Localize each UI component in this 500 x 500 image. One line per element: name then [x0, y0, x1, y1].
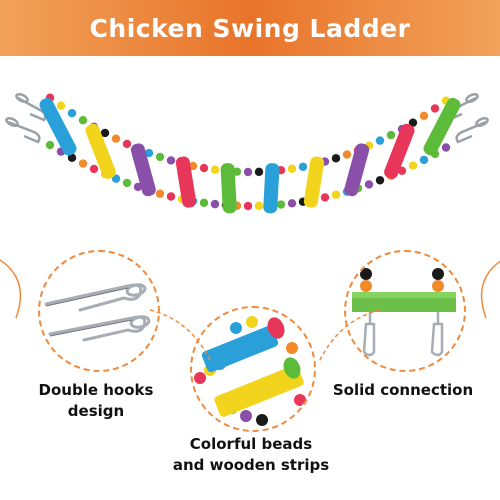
bead [331, 154, 341, 163]
bead [78, 116, 88, 125]
title-banner: Chicken Swing Ladder [0, 0, 500, 56]
beads-strips-icon [194, 316, 306, 426]
bead [210, 199, 220, 209]
bead [166, 192, 176, 201]
bead [419, 111, 429, 121]
bead [243, 167, 253, 177]
ladder-image [5, 93, 489, 214]
bead [287, 199, 297, 208]
bead [188, 161, 198, 171]
closeup-bead [230, 322, 242, 334]
wooden-rung [423, 97, 461, 156]
wooden-rung [384, 123, 415, 179]
bead [419, 155, 429, 165]
caption-double-hooks: Double hooks design [38, 381, 154, 420]
bead [375, 136, 385, 145]
bead [210, 165, 220, 174]
closeup-bead [240, 410, 252, 422]
decorative-connector [150, 309, 211, 361]
decorative-connector-right [319, 309, 380, 361]
hooks-closeup [38, 250, 160, 372]
wooden-rung [130, 143, 156, 197]
bead [254, 167, 264, 177]
bead [155, 189, 165, 198]
caption-solid-connection: Solid connection [332, 381, 474, 399]
wooden-rung [175, 156, 197, 208]
bead [67, 108, 77, 118]
caption-beads: Colorful beads and wooden strips [170, 434, 332, 476]
bead [386, 130, 396, 140]
bead [298, 162, 308, 171]
bead [243, 201, 253, 211]
bead [122, 139, 132, 149]
bead [287, 164, 297, 173]
bead [364, 180, 374, 189]
bead [89, 164, 99, 174]
wooden-rung [85, 123, 116, 179]
closeup-bead [246, 316, 258, 328]
bead [122, 178, 132, 188]
bead [199, 198, 209, 207]
caption-beads-line2: and wooden strips [172, 456, 330, 474]
bead [342, 150, 352, 159]
bead [199, 163, 209, 173]
bead [441, 143, 451, 152]
bead [111, 134, 121, 143]
bead [254, 201, 264, 211]
wooden-rung [220, 163, 237, 214]
bead [100, 128, 110, 138]
bead [430, 104, 440, 113]
bead [331, 190, 341, 199]
wooden-rung [39, 97, 77, 156]
left-hook-icon [5, 93, 47, 144]
bead [144, 148, 154, 158]
decorative-arc-right [480, 260, 500, 319]
beads-closeup [190, 306, 316, 432]
connection-closeup [344, 250, 466, 372]
closeup-bead [256, 414, 268, 426]
wooden-rung [263, 163, 280, 214]
wooden-rung [344, 143, 370, 197]
wooden-rung [303, 156, 325, 208]
bead [320, 193, 330, 202]
bead [45, 140, 55, 150]
bead [67, 153, 77, 162]
closeup-bead [294, 394, 306, 406]
decorative-arc-left [0, 259, 22, 319]
bead [166, 156, 176, 165]
double-hook-icon [44, 283, 151, 342]
bead [155, 152, 165, 162]
bead [408, 161, 418, 170]
bead [78, 159, 88, 168]
page-title: Chicken Swing Ladder [89, 13, 411, 43]
bead [133, 182, 143, 192]
caption-beads-line1: Colorful beads [189, 435, 313, 453]
bead [276, 200, 286, 209]
bead [56, 101, 66, 110]
closeup-bead [286, 342, 298, 354]
bead [375, 176, 385, 185]
bead [408, 118, 418, 127]
closeup-bead [194, 372, 206, 384]
connection-icon [352, 268, 456, 357]
